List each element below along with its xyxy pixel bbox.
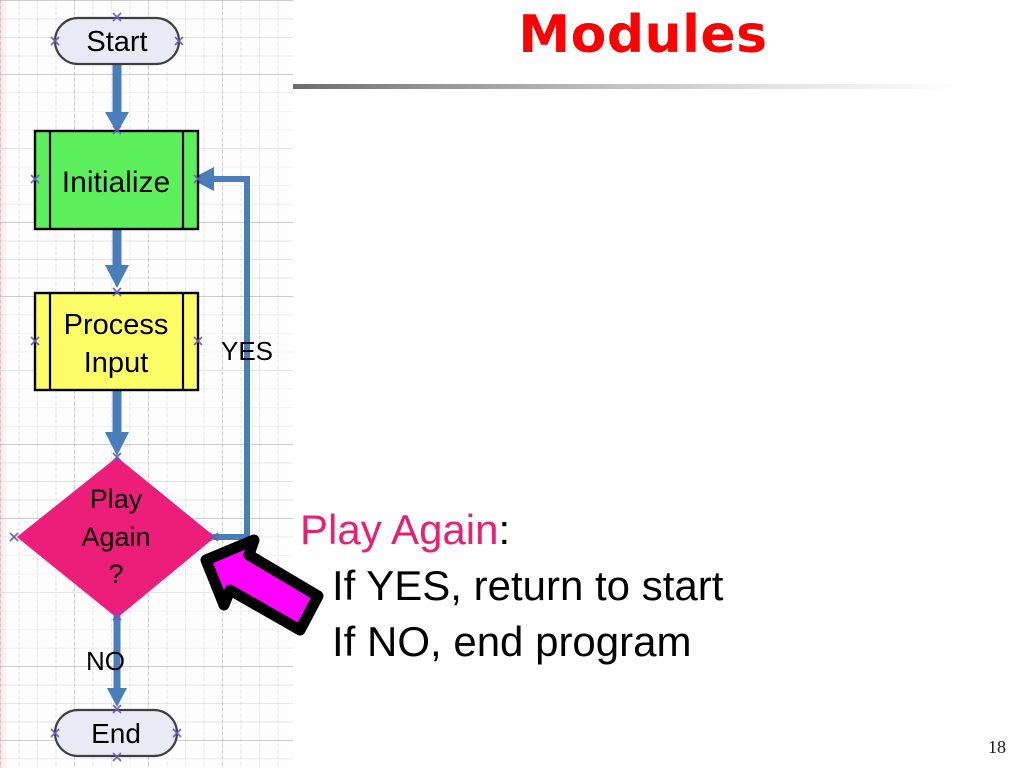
edge-label-no: NO [86,646,125,676]
connector-process-to-decision [105,390,129,456]
connector-start-to-initialize [105,62,129,133]
slide-title: Modules [518,5,768,65]
flow-node-process-input[interactable]: Process Input [33,291,200,392]
content-bullet-yes: If YES, return to start [332,561,724,609]
connector-yes-loop [191,167,250,540]
connector-initialize-to-process [105,228,129,288]
flow-node-process-input-label-2: Input [84,347,149,379]
content-heading: Play Again: [300,505,1000,555]
flow-node-initialize[interactable]: Initialize [33,129,200,231]
flow-node-decision[interactable]: Play Again ? [16,457,216,618]
flow-node-end-label: End [91,718,141,749]
content-heading-accent: Play Again [300,506,499,553]
flow-node-start[interactable]: Start [53,16,181,66]
title-divider [293,84,961,89]
flow-node-start-label: Start [86,26,147,58]
flow-node-initialize-label: Initialize [62,166,170,199]
magenta-callout-arrow-icon [200,534,324,636]
left-edge-wash [0,0,8,768]
flow-node-decision-label-3: ? [108,559,123,589]
page-number: 18 [988,737,1006,757]
flowchart-svg: Start Initialize Process Input Play [9,12,273,762]
flow-node-process-input-label-1: Process [64,309,169,341]
content-block: Play Again: If YES, return to start If N… [300,505,1000,667]
edge-label-yes: YES [221,336,273,366]
connector-no-to-end [107,614,127,707]
flow-node-decision-label-1: Play [90,484,143,514]
flow-node-decision-label-2: Again [81,522,150,552]
flow-node-end[interactable]: End [53,708,179,758]
content-bullet-no: If NO, end program [332,617,692,665]
content-heading-suffix: : [498,506,511,553]
flowchart-image: Start Initialize Process Input Play [0,0,293,768]
selection-handles [9,12,219,762]
